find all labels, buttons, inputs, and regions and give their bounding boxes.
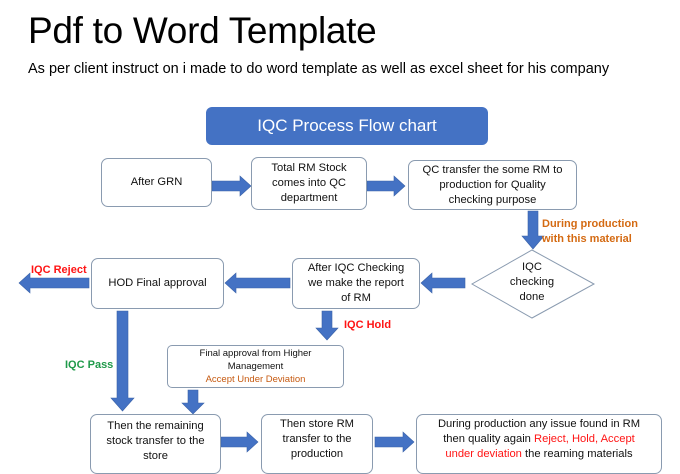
after-grn-box: After GRN [101, 158, 212, 207]
arrow-report-to-hod [224, 272, 291, 294]
final-approval-line-3: Accept Under Deviation [205, 374, 306, 385]
arrow-hod-to-reject [18, 272, 90, 294]
arrow-final-to-store [181, 389, 205, 415]
after-iqc-checking-box: After IQC Checking we make the report of… [292, 258, 420, 309]
hod-final-approval-text: HOD Final approval [108, 277, 207, 289]
iqc-reject-label: IQC Reject [31, 264, 87, 276]
store-rm-line-1: Then store RM [280, 418, 354, 430]
arrow-qc-to-diamond [521, 210, 545, 250]
qc-transfer-line-3: checking purpose [448, 193, 537, 206]
final-approval-box: Final approval from Higher Management Ac… [167, 345, 344, 388]
page-subtitle: As per client instruct on i made to do w… [28, 61, 610, 77]
final-approval-line-2: Management [227, 361, 284, 372]
flowchart-header: IQC Process Flow chart [206, 107, 488, 145]
remaining-stock-line-1: Then the remaining [107, 420, 204, 432]
during-production-label: During production with this material [542, 217, 638, 247]
after-iqc-line-1: After IQC Checking [307, 262, 405, 274]
total-rm-line-3: department [280, 192, 338, 204]
during-production-line-2: with this material [542, 233, 632, 245]
remaining-stock-line-2: stock transfer to the [106, 435, 205, 447]
remaining-stock-box: Then the remaining stock transfer to the… [90, 414, 221, 474]
after-iqc-line-2: we make the report [308, 277, 404, 289]
arrow-hod-to-pass [110, 310, 135, 412]
iqc-checking-done-text: IQC checking done [480, 260, 584, 305]
diamond-line-1: IQC [522, 261, 542, 273]
after-iqc-line-3: of RM [341, 292, 371, 304]
total-rm-line-1: Total RM Stock [271, 162, 347, 174]
issue-line-3: under deviation the reaming materials [445, 447, 632, 462]
issue-deviation-text: under deviation [445, 448, 522, 460]
issue-line-1: During production any issue found in RM [437, 418, 641, 430]
qc-transfer-line-1: QC transfer the some RM to [422, 163, 563, 176]
remaining-stock-line-3: store [143, 450, 168, 462]
iqc-checking-diamond [470, 249, 596, 319]
arrow-remaining-to-store [220, 431, 259, 453]
qc-transfer-box: QC transfer the some RM to production fo… [408, 160, 577, 210]
flow-arrows [18, 175, 596, 453]
qc-transfer-line-2: production for Quality [439, 178, 546, 191]
store-rm-box: Then store RM transfer to the production [261, 414, 373, 474]
hod-final-approval-box: HOD Final approval [91, 258, 224, 309]
issue-reject-text: Reject, [534, 433, 569, 445]
iqc-pass-label: IQC Pass [65, 359, 114, 371]
arrow-diamond-to-report [420, 272, 466, 294]
arrow-stock-to-qc [366, 175, 406, 197]
store-rm-line-2: transfer to the [282, 433, 352, 445]
arrow-report-to-hold [315, 310, 339, 341]
final-approval-line-1: Final approval from Higher [199, 348, 312, 359]
issue-accept-text: Accept [600, 433, 635, 445]
diamond-line-2: checking [509, 276, 555, 288]
issue-hold-text: Hold, [571, 433, 599, 445]
issue-line-2-prefix: then quality again [443, 433, 531, 445]
page-title: Pdf to Word Template [28, 10, 377, 51]
arrow-store-to-issue [374, 431, 415, 453]
diamond-line-3: done [519, 291, 545, 303]
iqc-hold-label: IQC Hold [344, 319, 392, 331]
arrow-grn-to-stock [211, 175, 252, 197]
issue-line-2: then quality again Reject, Hold, Accept [443, 432, 635, 447]
during-production-line-1: During production [542, 218, 638, 230]
store-rm-line-3: production [290, 448, 344, 460]
issue-line-3-suffix: the reaming materials [525, 448, 633, 460]
issue-found-box: During production any issue found in RM … [416, 414, 662, 474]
total-rm-stock-box: Total RM Stock comes into QC department [251, 157, 367, 210]
total-rm-line-2: comes into QC [272, 177, 346, 189]
after-grn-text: After GRN [130, 176, 183, 188]
